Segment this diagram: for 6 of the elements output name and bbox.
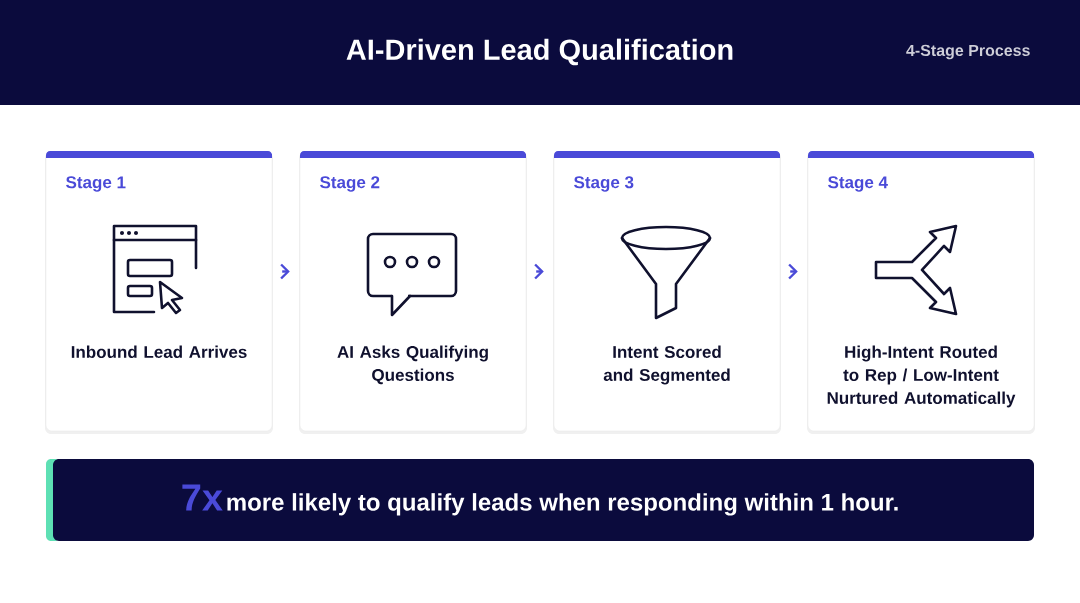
title: AI-Driven Lead Qualification <box>346 38 733 66</box>
stage-card: Stage 3 Intent Scored and Segmented <box>553 151 781 434</box>
stage-card: Stage 4 High-Intent Routed to Rep / Low-Intent Nurtured Automatically <box>807 151 1035 434</box>
stage-card: Stage 1 Inbound Lead Arrives <box>45 151 273 434</box>
subtitle: 4-Stage Process <box>906 44 1030 60</box>
stage-card: Stage 2 AI Asks Qualifying Questions <box>299 151 527 434</box>
